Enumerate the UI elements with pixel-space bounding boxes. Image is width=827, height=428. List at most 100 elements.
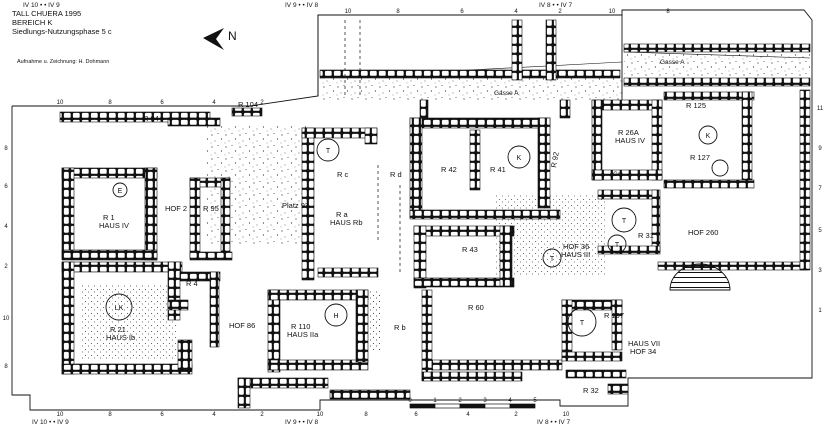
room-ra: R a [336,210,349,219]
hearth-r110-label: H [333,313,338,320]
room-r92: R 92 [549,151,561,168]
room-hof2: HOF 2 [165,204,187,213]
wall-segment [565,369,627,379]
plan-area: BEREICH K [12,18,53,27]
axis-right-label: 1 [818,308,822,314]
axis-top-label: 8 [666,9,670,15]
wall-segment [209,271,220,348]
wall-segment [189,177,201,259]
grid-ref-top-right: IV 8 • • IV 7 [539,2,573,9]
stone-walls [59,19,811,409]
wall-segment [179,271,221,282]
gasse-a-street-east [624,52,810,76]
oven-rc-label: T [326,148,331,155]
axis-right-label: 7 [818,186,822,192]
axis-left-label: 8 [4,146,8,152]
scale-bar-segment [409,403,436,409]
wall-segment [421,371,523,382]
wall-segment [799,89,811,271]
wall-segment [409,117,551,129]
wall-segment [611,299,623,351]
wall-segment [419,99,429,119]
room-r32: R 32 [583,386,599,395]
oven-hof36 [542,248,562,268]
room-r110: R 110 [291,322,310,331]
room-rc: R c [337,170,349,179]
room-r127: R 127 [690,153,710,162]
wall-segment [409,117,423,219]
wall-segment [231,107,263,117]
axis-top-label: 8 [108,100,112,106]
room-r21: R 21 [110,325,126,334]
wall-segment [329,389,411,400]
kiln-r41 [507,145,531,169]
wall-segment [469,129,481,191]
wall-segment [431,359,563,371]
grid-ref-bottom-mid: IV 9 • • IV 8 [285,419,319,426]
wall-segment [364,127,378,145]
room-haus-iv-e: HAUS IV [615,136,645,145]
gm-label: Gm [613,172,623,178]
axis-top-label: 6 [160,100,164,106]
kiln-r125 [698,125,718,145]
axis-right-label: 11 [817,106,824,112]
hearth-r21-label: LK [115,305,124,312]
oven-r127 [711,159,729,177]
kiln-r125-label: K [706,133,711,140]
room-r4: R 4 [186,279,198,288]
wall-segment [413,225,515,237]
wall-segment [663,179,755,189]
room-r31: R 31 [638,231,654,240]
plan-title-block: TALL CHUERA 1995 BEREICH K Siedlungs-Nut… [12,9,112,36]
room-haus-iia: HAUS IIa [287,330,319,339]
axis-right-label: 5 [818,228,822,234]
wall-segment [267,289,369,301]
scale-bar-label: 4 [508,398,512,404]
wall-segment [61,261,75,375]
wall-segment [623,77,811,87]
axis-bottom-label: 4 [466,412,470,418]
pit-r1 [112,182,128,198]
scale-bar-label: 5 [533,398,537,404]
oven-hof36-label: T [550,256,555,263]
axis-left-label: 8 [4,364,8,370]
room-r94: R 94 [143,114,159,123]
room-r125: R 125 [686,101,706,110]
oven-r26a [611,207,637,233]
wall-segment [413,225,427,289]
wall-segment [651,189,661,253]
wall-segment [607,383,629,395]
room-haus-iii: HAUS III [561,250,590,259]
room-r42: R 42 [441,165,457,174]
room-r104: R 104 [238,100,258,109]
axis-bottom-label: 6 [160,412,164,418]
r21-surface [82,285,177,360]
wall-segment [319,69,621,79]
installations [105,125,729,337]
wall-segment [421,289,433,381]
room-hof260: HOF 260 [688,228,718,237]
wall-segment [167,261,181,321]
kiln-r41-label: K [517,155,522,162]
wall-segment [591,169,663,181]
room-r41: R 41 [490,165,506,174]
scale-bar-segment [434,403,461,409]
north-arrow-icon [203,28,224,50]
wall-segment [167,117,221,127]
axis-top-label: 4 [212,100,216,106]
room-platz93: Platz 93 [282,201,309,210]
wall-segment [623,43,811,53]
wall-segment [59,111,211,123]
axis-top-label: 10 [57,100,64,106]
axis-left-label: 10 [3,316,10,322]
plan-title: TALL CHUERA 1995 [12,9,82,18]
hearth-r110 [324,303,348,327]
north-label: N [228,29,237,43]
room-r95: R 95 [203,204,219,213]
wall-segment [499,225,513,287]
axis-bottom-label: 2 [260,412,264,418]
room-r26a: R 26A [618,128,639,137]
wall-segment [591,99,603,181]
room-haus-ib: HAUS Ib [106,333,135,342]
